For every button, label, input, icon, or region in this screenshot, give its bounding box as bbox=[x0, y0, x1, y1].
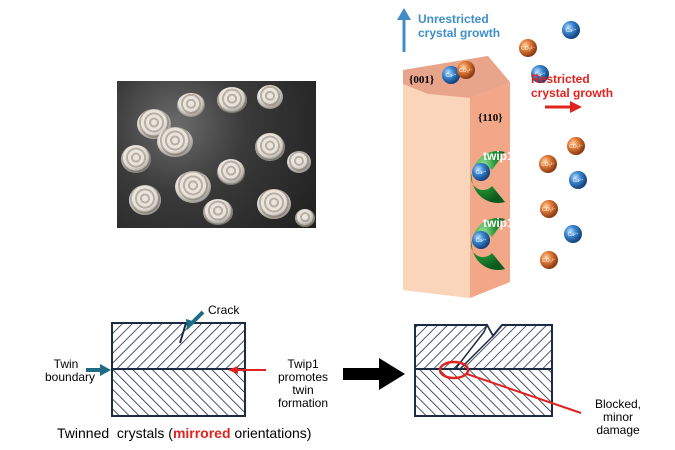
face-110-label: {110} bbox=[478, 112, 503, 124]
twip1-label: twip1 bbox=[483, 149, 514, 163]
co3-ion-label: CO₃²⁻ bbox=[542, 258, 556, 264]
ca-ion bbox=[442, 66, 460, 84]
twip1-label-text: Twip1 promotes twin formation bbox=[277, 357, 329, 410]
ca-ion-label: Ca²⁺ bbox=[446, 73, 457, 79]
ca-ion-label: Ca²⁺ bbox=[476, 238, 487, 244]
ca-ion bbox=[531, 65, 549, 83]
ions: Ca²⁺CO₃²⁻CO₃²⁻Ca²⁺Ca²⁺CO₃²⁻CO₃²⁻Ca²⁺CO₃²… bbox=[442, 21, 587, 269]
blocked-label: Blocked, minor damage bbox=[594, 397, 642, 437]
co3-ion-label: CO₃²⁻ bbox=[541, 162, 555, 168]
ca-ion bbox=[472, 163, 490, 181]
co3-ion bbox=[540, 200, 558, 218]
twip1-label: twip1 bbox=[483, 216, 514, 230]
ca-ion bbox=[569, 171, 587, 189]
restricted-growth-arrow bbox=[545, 101, 582, 113]
caption-emphasis: mirrored bbox=[172, 425, 231, 441]
face-001-label: {001} bbox=[409, 74, 435, 86]
unrestricted-growth-arrow bbox=[397, 8, 411, 52]
ca-ion bbox=[564, 225, 582, 243]
co3-ion-label: CO₃²⁻ bbox=[542, 207, 556, 213]
caption-suffix: orientations) bbox=[230, 425, 312, 441]
co3-ion bbox=[519, 39, 537, 57]
co3-ion bbox=[540, 251, 558, 269]
co3-ion-label: CO₃²⁻ bbox=[521, 46, 535, 52]
twip1-protein-lower: twip1 bbox=[471, 216, 514, 270]
transition-arrow bbox=[343, 358, 405, 390]
co3-ion-label: CO₃²⁻ bbox=[569, 144, 583, 150]
blocked-marker bbox=[438, 360, 582, 414]
caption: Twinned crystals (mirrored orientations) bbox=[57, 425, 312, 441]
crack-mark bbox=[179, 322, 187, 344]
twin-boundary-label: Twin boundary bbox=[45, 357, 96, 384]
ca-ion-label: Ca²⁺ bbox=[566, 28, 577, 34]
ca-ion bbox=[562, 21, 580, 39]
caption-prefix: Twinned crystals ( bbox=[57, 425, 173, 441]
ca-ion-label: Ca²⁺ bbox=[573, 178, 584, 184]
ca-ion-label: Ca²⁺ bbox=[476, 170, 487, 176]
co3-ion bbox=[567, 137, 585, 155]
restricted-growth-label: Restricted crystal growth bbox=[531, 72, 614, 100]
co3-ion-label: CO₃²⁻ bbox=[459, 68, 473, 74]
ca-ion-label: Ca²⁺ bbox=[568, 232, 579, 238]
ca-ion-label: Ca²⁺ bbox=[535, 72, 546, 78]
co3-ion bbox=[539, 155, 557, 173]
co3-ion bbox=[457, 61, 475, 79]
crack-label: Crack bbox=[208, 303, 240, 317]
ca-ion bbox=[472, 231, 490, 249]
twinned-crystal-right bbox=[414, 323, 553, 417]
limpet-photo bbox=[117, 81, 316, 228]
crack-arrow bbox=[186, 310, 205, 330]
twin-boundary-arrow bbox=[86, 364, 111, 376]
twip1-arrow bbox=[228, 366, 266, 374]
unrestricted-growth-label: Unrestricted crystal growth bbox=[418, 12, 501, 40]
twinned-crystal-left bbox=[111, 322, 246, 417]
